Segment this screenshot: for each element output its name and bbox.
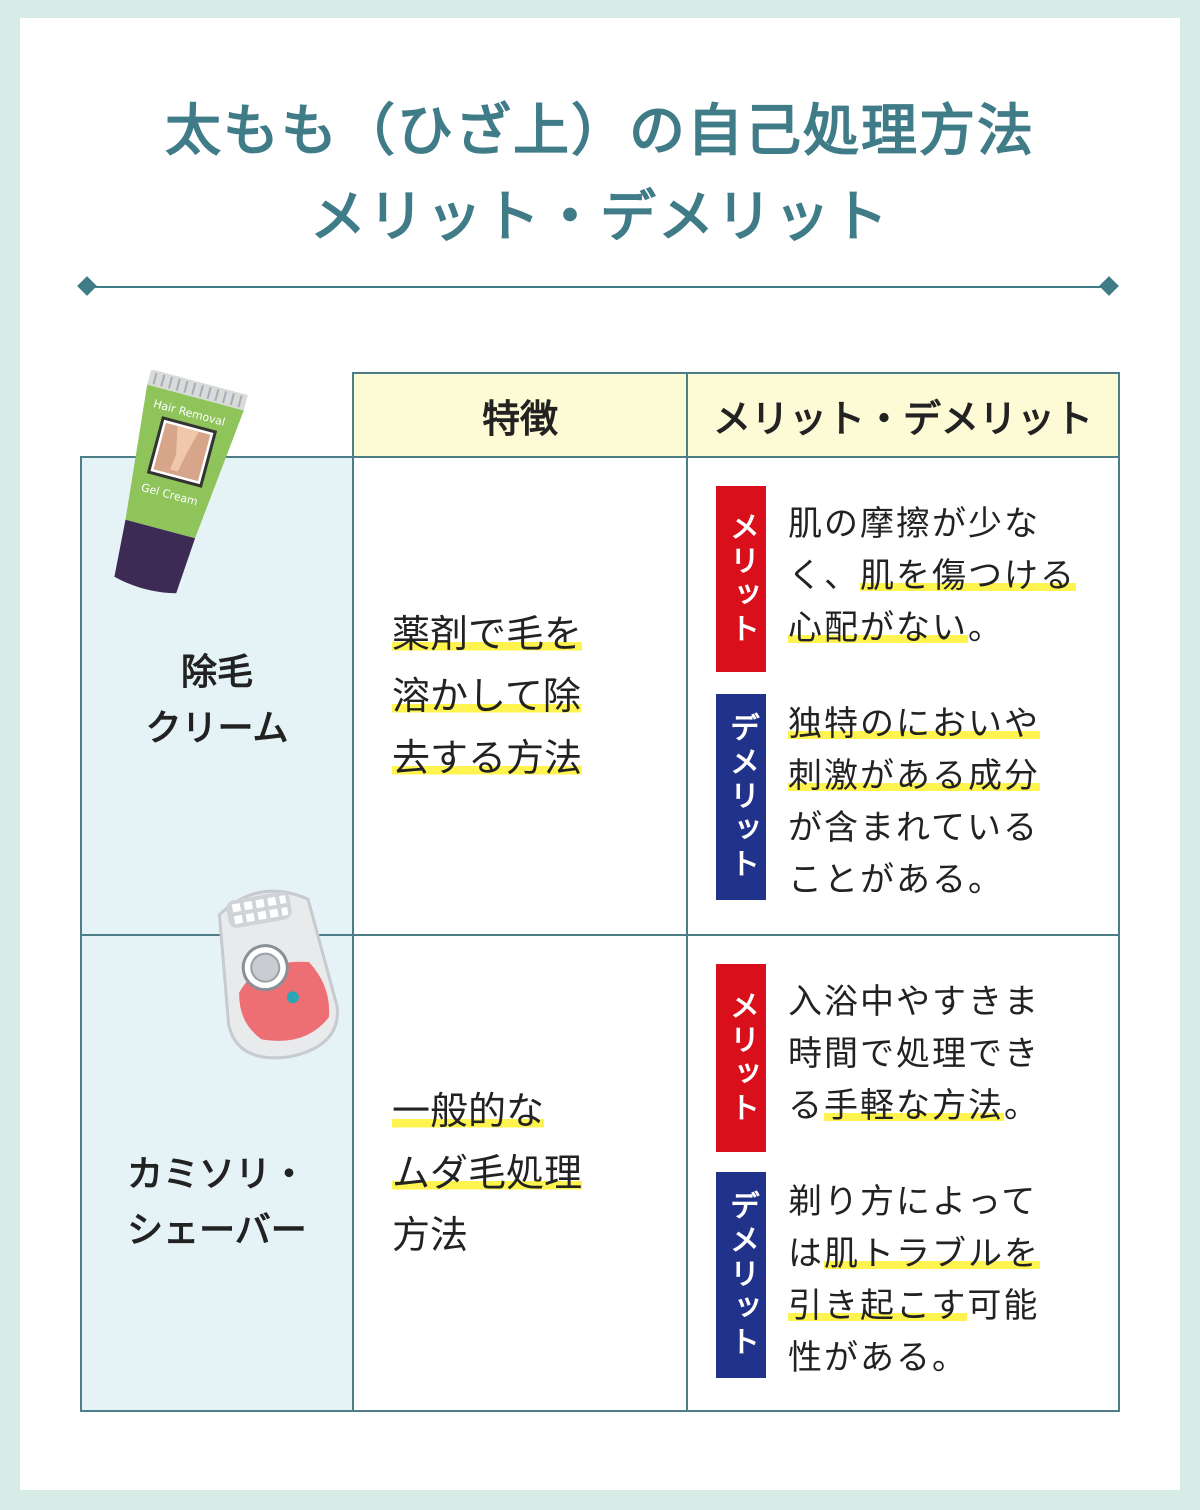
title-divider bbox=[86, 286, 1110, 288]
row-label-shaver: カミソリ・ シェーバー bbox=[80, 934, 354, 1412]
demerit-highlight: 引き起こす bbox=[788, 1286, 968, 1326]
merit-line: 入浴中やすきま bbox=[788, 982, 1040, 1022]
demerit-highlight: 肌トラブルを bbox=[824, 1234, 1040, 1274]
merit-line: く、 bbox=[788, 556, 860, 596]
demerit-text: 剃り方によって は肌トラブルを 引き起こす可能 性がある。 bbox=[788, 1176, 1108, 1384]
demerit-highlight: 刺激がある成分 bbox=[788, 756, 1040, 796]
feature-line: 方法 bbox=[392, 1213, 469, 1257]
feature-cell-cream: 薬剤で毛を 溶かして除 去する方法 bbox=[352, 456, 688, 936]
feature-line: 薬剤で毛を bbox=[392, 612, 583, 656]
feature-line: 一般的な bbox=[392, 1089, 545, 1133]
merit-line: 時間で処理でき bbox=[788, 1034, 1040, 1074]
demerit-line: 剃り方によって bbox=[788, 1182, 1038, 1222]
header-feature: 特徴 bbox=[352, 372, 688, 458]
demerit-tag: デメリット bbox=[716, 1172, 766, 1378]
merit-cell-cream: メリット 肌の摩擦が少な く、肌を傷つける 心配がない。 デメリット 独特のにお… bbox=[686, 456, 1120, 936]
method-name-line1: カミソリ・ bbox=[126, 1154, 307, 1195]
merit-cell-shaver: メリット 入浴中やすきま 時間で処理でき る手軽な方法。 デメリット 剃り方によ… bbox=[686, 934, 1120, 1412]
comparison-table: 特徴 メリット・デメリット 除毛 クリーム 薬剤で毛を 溶かして除 去する方法 … bbox=[80, 372, 1120, 1412]
hair-removal-cream-tube-icon: Hair Removal Gel Cream bbox=[114, 370, 248, 594]
epilator-shaver-icon bbox=[217, 889, 339, 1060]
feature-line: 溶かして除 bbox=[392, 674, 581, 718]
demerit-line: 性がある。 bbox=[788, 1338, 968, 1378]
merit-line: 肌の摩擦が少な bbox=[788, 504, 1040, 544]
merit-highlight: 肌を傷つける bbox=[860, 556, 1076, 596]
page-title-line2: メリット・デメリット bbox=[310, 185, 890, 250]
merit-highlight: 心配がない bbox=[788, 608, 968, 648]
method-name-line2: クリーム bbox=[145, 708, 289, 749]
feature-line: 去する方法 bbox=[392, 736, 583, 780]
demerit-line: が含まれている bbox=[788, 808, 1039, 848]
merit-text: 入浴中やすきま 時間で処理でき る手軽な方法。 bbox=[788, 976, 1108, 1132]
feature-cell-shaver: 一般的な ムダ毛処理 方法 bbox=[352, 934, 688, 1412]
feature-line: ムダ毛処理 bbox=[392, 1151, 583, 1195]
demerit-line: 可能 bbox=[967, 1286, 1040, 1326]
demerit-text: 独特のにおいや 刺激がある成分 が含まれている ことがある。 bbox=[788, 698, 1108, 906]
method-name-line1: 除毛 bbox=[180, 652, 253, 693]
merit-text: 肌の摩擦が少な く、肌を傷つける 心配がない。 bbox=[788, 498, 1108, 654]
merit-line: る bbox=[788, 1086, 824, 1126]
merit-line: 。 bbox=[968, 608, 1004, 648]
merit-tag: メリット bbox=[716, 486, 766, 672]
merit-tag: メリット bbox=[716, 964, 766, 1152]
demerit-highlight: 独特のにおいや bbox=[788, 704, 1040, 744]
demerit-tag: デメリット bbox=[716, 694, 766, 900]
page-title-line1: 太もも（ひざ上）の自己処理方法 bbox=[165, 99, 1035, 164]
merit-line: 。 bbox=[1004, 1086, 1040, 1126]
merit-highlight: 手軽な方法 bbox=[824, 1086, 1004, 1126]
method-name-line2: シェーバー bbox=[127, 1210, 307, 1251]
demerit-line: は bbox=[788, 1234, 824, 1274]
header-merit-demerit: メリット・デメリット bbox=[686, 372, 1120, 458]
demerit-line: ことがある。 bbox=[788, 860, 1004, 900]
